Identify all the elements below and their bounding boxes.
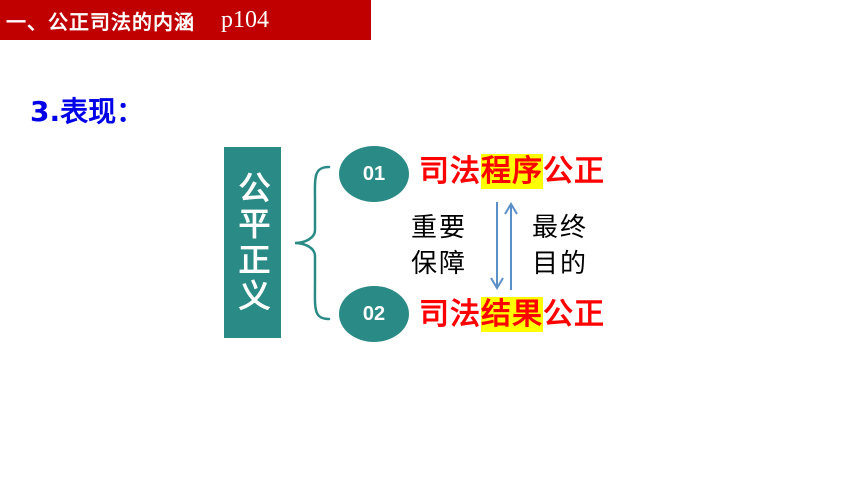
- item-number-circle: 01: [339, 146, 409, 202]
- item-number-circle: 02: [339, 286, 409, 342]
- relation-label-line: 目的: [532, 249, 589, 279]
- section-heading: 3.表现：: [30, 95, 145, 128]
- header-bar: 一、公正司法的内涵 p104: [0, 0, 371, 40]
- relation-label-important-guarantee: 重要 保障: [411, 210, 467, 282]
- relation-label-ultimate-goal: 最终 目的: [532, 210, 588, 282]
- item-suffix: 公正: [543, 297, 605, 332]
- item-highlight: 结果: [481, 297, 543, 332]
- item-result-justice: 司法结果公正: [419, 295, 605, 335]
- item-prefix: 司法: [419, 297, 481, 332]
- item-highlight: 程序: [481, 154, 543, 189]
- relation-label-line: 最终: [532, 213, 589, 243]
- fairness-justice-box: 公平正义: [224, 147, 281, 338]
- fairness-justice-label: 公平正义: [233, 170, 272, 315]
- relation-label-line: 保障: [411, 249, 468, 279]
- item-suffix: 公正: [543, 154, 605, 189]
- header-title: 一、公正司法的内涵: [6, 9, 195, 34]
- item-prefix: 司法: [419, 154, 481, 189]
- item-procedure-justice: 司法程序公正: [419, 152, 605, 192]
- header-page-number: p104: [221, 6, 269, 33]
- bidirectional-arrows-icon: [490, 202, 518, 290]
- relation-label-line: 重要: [411, 213, 468, 243]
- curly-brace-icon: [294, 165, 331, 321]
